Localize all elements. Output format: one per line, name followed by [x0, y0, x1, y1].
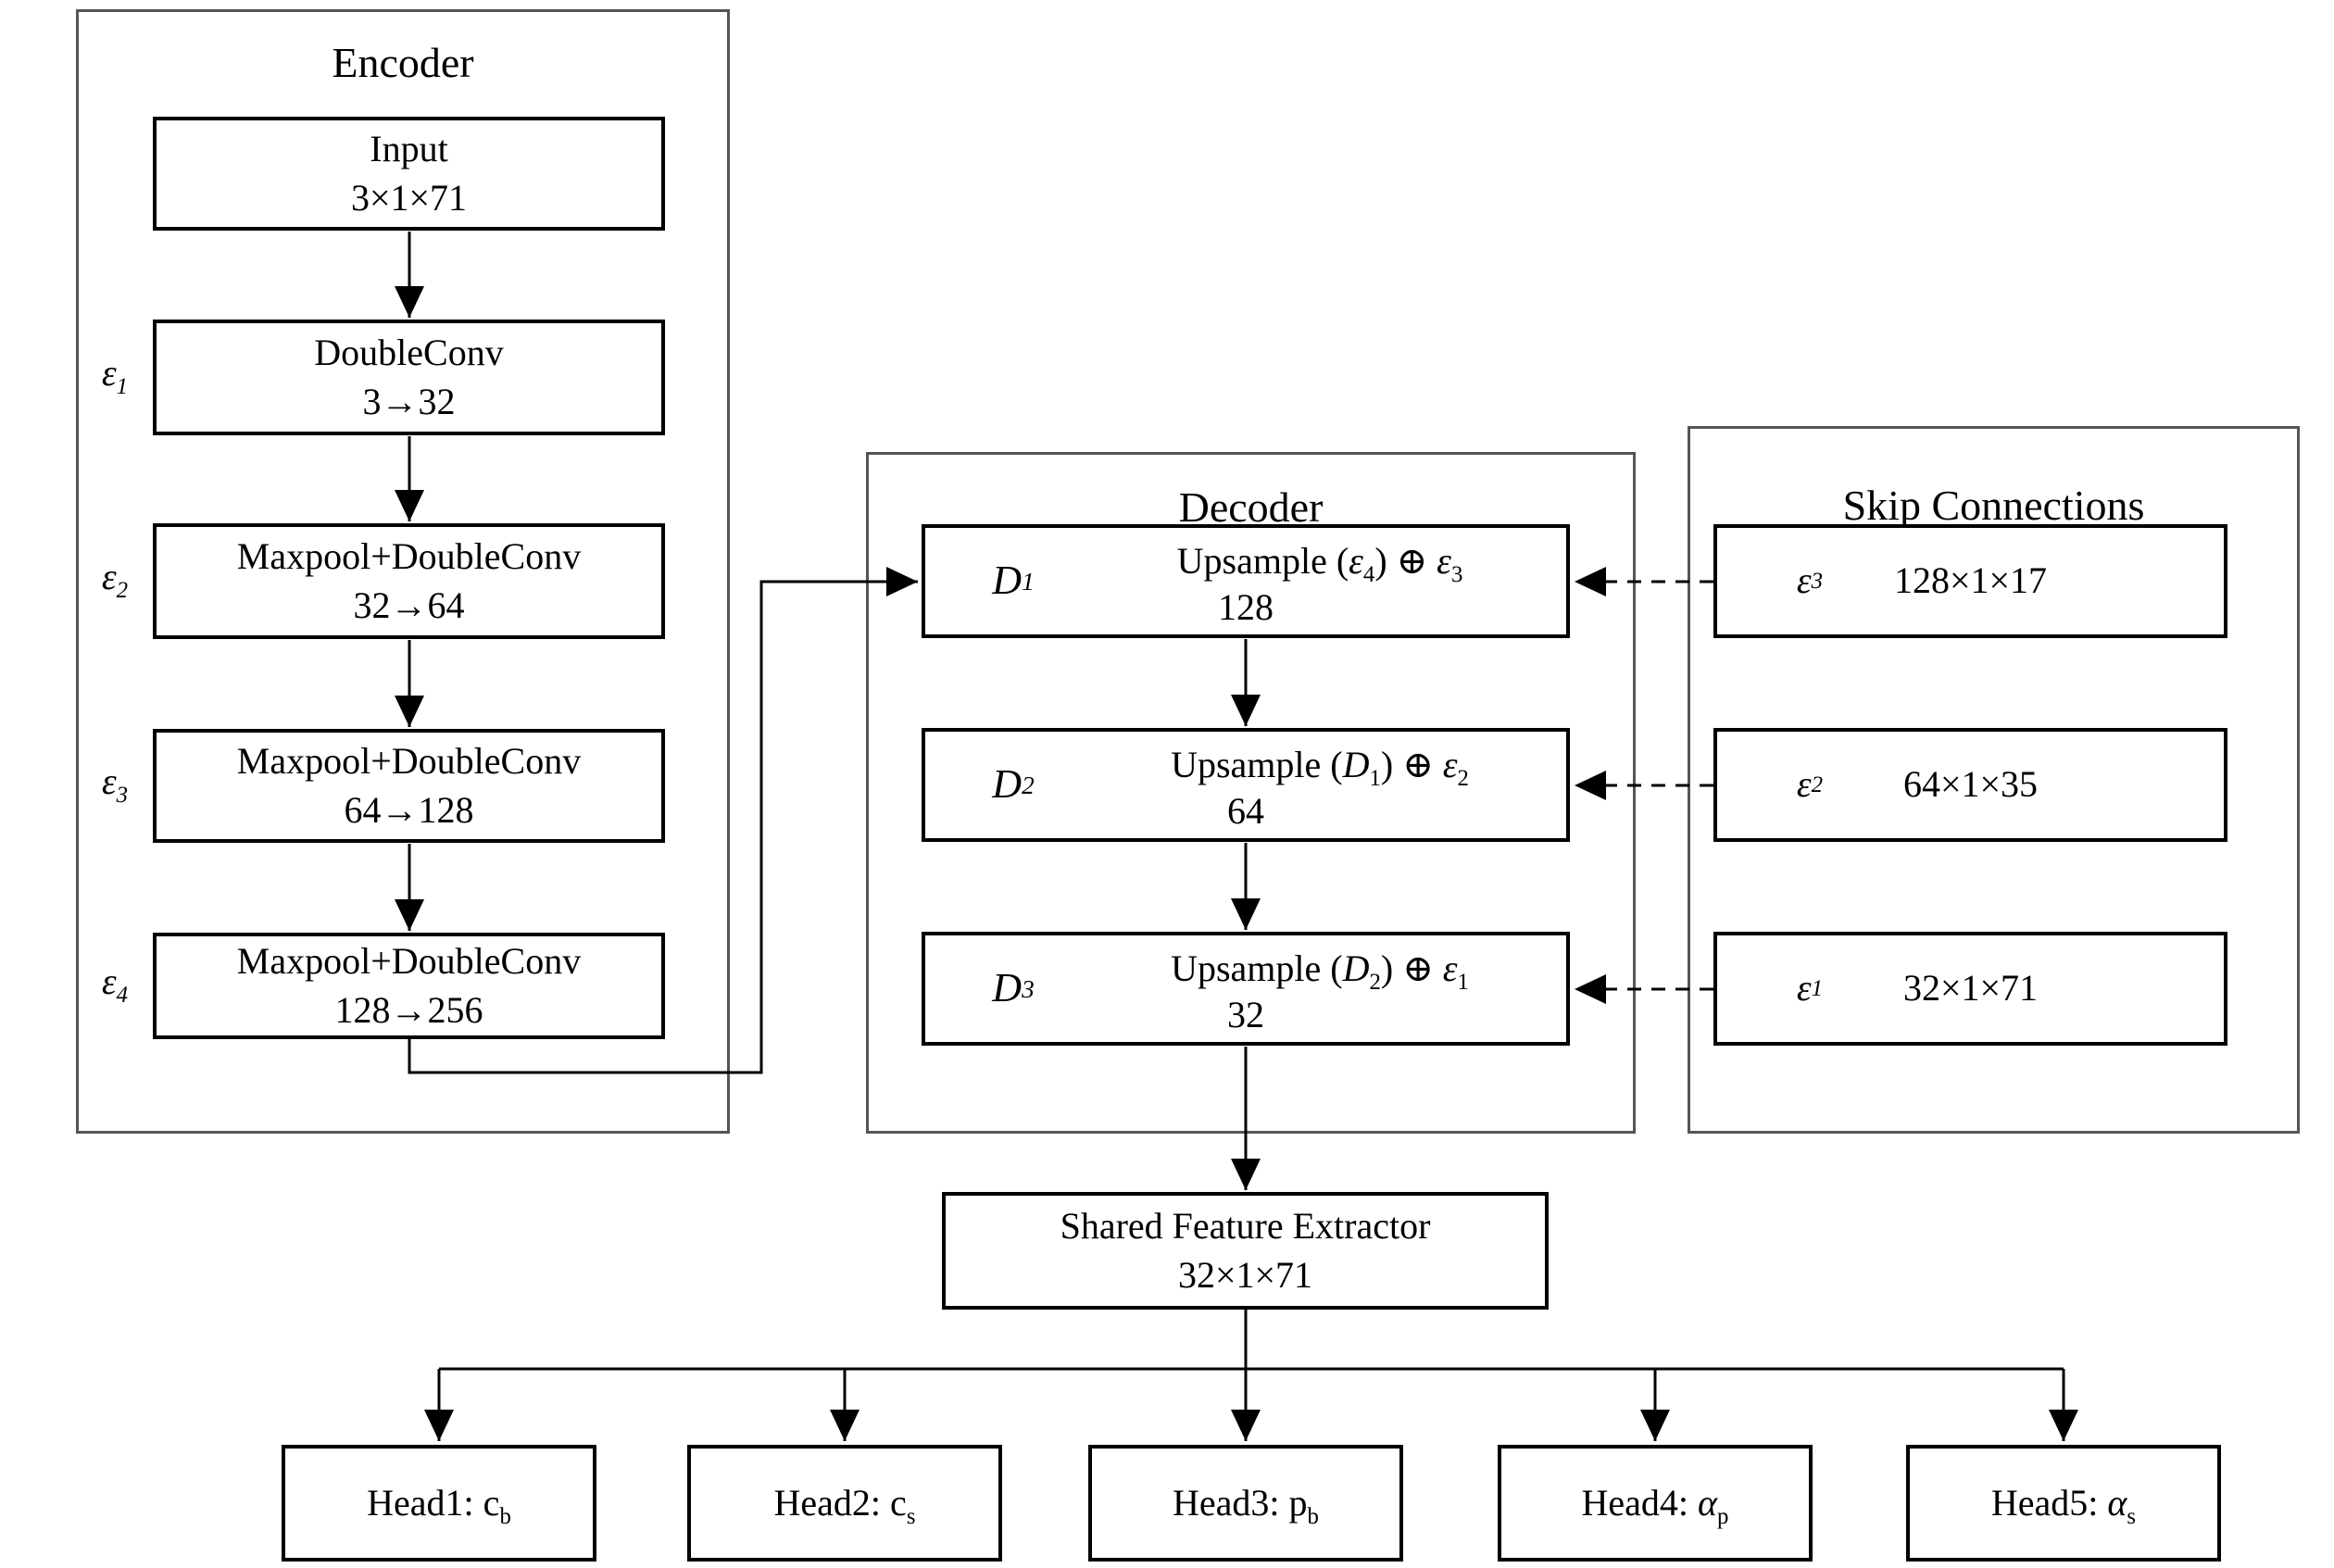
head-label: Head4: αp	[1581, 1481, 1729, 1529]
encoder-block-channels: 32→64	[353, 583, 465, 626]
encoder-block-e4: Maxpool+DoubleConv 128→256	[153, 933, 665, 1039]
skip-shape: 64×1×35	[1902, 763, 2039, 806]
script-d-symbol: D	[992, 761, 1023, 808]
head-label: Head5: αs	[1990, 1481, 2137, 1529]
head-box-3: Head3: pb	[1088, 1445, 1403, 1562]
epsilon-subscript: 2	[116, 578, 129, 603]
epsilon-symbol: ε	[101, 352, 117, 394]
epsilon-subscript: 3	[116, 783, 129, 808]
skip-shape: 128×1×17	[1893, 559, 2048, 602]
decoder-op: Upsample (ε4) ⊕ ε3	[1176, 540, 1463, 587]
shared-feature-extractor-shape: 32×1×71	[1177, 1253, 1313, 1296]
skip-shape: 32×1×71	[1902, 967, 2039, 1010]
encoder-block-e1: DoubleConv 3→32	[153, 320, 665, 435]
head-box-2: Head2: cs	[687, 1445, 1002, 1562]
encoder-block-e3: Maxpool+DoubleConv 64→128	[153, 729, 665, 843]
epsilon-1-label: ε1	[78, 351, 152, 398]
encoder-block-op: Maxpool+DoubleConv	[236, 739, 582, 782]
encoder-block-channels: 3→32	[362, 380, 456, 422]
input-label: Input	[370, 127, 448, 169]
head-box-4: Head4: αp	[1498, 1445, 1813, 1562]
head-label: Head2: cs	[773, 1481, 916, 1529]
shared-feature-extractor-box: Shared Feature Extractor 32×1×71	[942, 1192, 1549, 1310]
encoder-title: Encoder	[332, 39, 474, 86]
skip-connections-panel: Skip Connections	[1688, 426, 2300, 1134]
epsilon-symbol: ε	[1796, 967, 1812, 1010]
epsilon-4-label: ε4	[78, 960, 152, 1007]
decoder-channels: 64	[1227, 790, 1264, 832]
epsilon-symbol: ε	[101, 760, 117, 802]
encoder-block-op: DoubleConv	[314, 331, 504, 373]
script-d-symbol: D	[992, 558, 1023, 604]
epsilon-2-label: ε2	[78, 555, 152, 602]
input-box: Input 3×1×71	[153, 117, 665, 231]
decoder-channels: 32	[1227, 994, 1264, 1035]
encoder-block-op: Maxpool+DoubleConv	[236, 534, 582, 577]
input-shape: 3×1×71	[350, 176, 468, 219]
epsilon-subscript: 4	[116, 983, 129, 1008]
encoder-block-channels: 64→128	[344, 788, 474, 831]
skip-connections-title: Skip Connections	[1842, 482, 2145, 529]
epsilon-symbol: ε	[1796, 763, 1812, 806]
head-box-5: Head5: αs	[1906, 1445, 2221, 1562]
epsilon-symbol: ε	[1796, 559, 1812, 602]
head-label: Head3: pb	[1173, 1481, 1319, 1529]
encoder-block-channels: 128→256	[334, 988, 483, 1031]
head-label: Head1: cb	[367, 1481, 511, 1529]
script-d-symbol: D	[992, 965, 1023, 1011]
epsilon-symbol: ε	[101, 556, 117, 597]
epsilon-3-label: ε3	[78, 759, 152, 807]
decoder-op: Upsample (D2) ⊕ ε1	[1171, 947, 1469, 995]
encoder-block-e2: Maxpool+DoubleConv 32→64	[153, 523, 665, 639]
encoder-panel: Encoder	[76, 9, 730, 1134]
decoder-channels: 128	[1218, 586, 1274, 628]
head-box-1: Head1: cb	[282, 1445, 596, 1562]
decoder-op: Upsample (D1) ⊕ ε2	[1171, 744, 1469, 791]
shared-feature-extractor-label: Shared Feature Extractor	[1060, 1204, 1431, 1247]
epsilon-subscript: 1	[116, 374, 129, 399]
encoder-block-op: Maxpool+DoubleConv	[236, 939, 582, 982]
epsilon-symbol: ε	[101, 960, 117, 1002]
decoder-title: Decoder	[1178, 483, 1324, 531]
